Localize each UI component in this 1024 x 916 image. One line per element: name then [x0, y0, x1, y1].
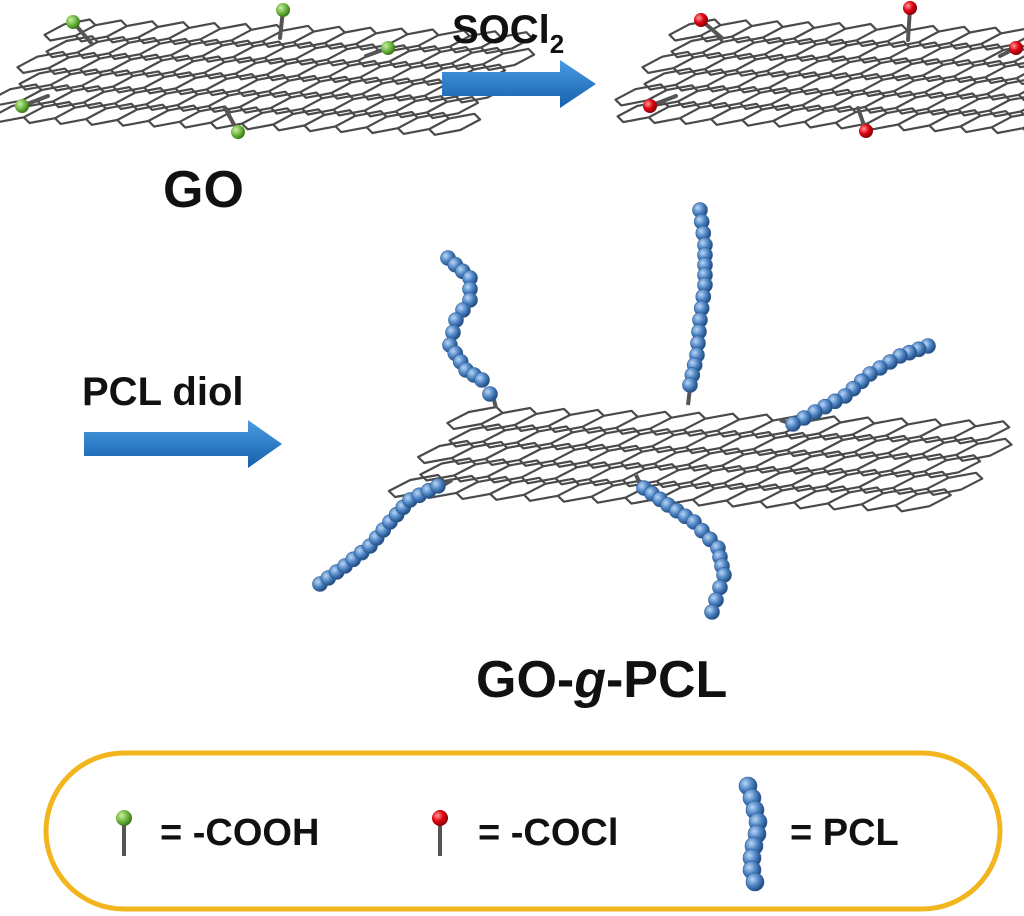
legend-box [43, 750, 1003, 912]
functional-group-balls [15, 1, 1023, 139]
pcl-chain-1-bead [474, 372, 490, 388]
pcl-chain-5-bead [704, 604, 720, 620]
legend-icons [116, 776, 768, 892]
pcl-chain-4 [312, 478, 446, 592]
go-label: GO [163, 161, 244, 219]
arrow-socl2-icon [442, 60, 596, 108]
product-go-g-pcl-label: GO-g-PCL [476, 651, 728, 709]
red-ball-stick-icon [432, 810, 448, 826]
pcl-chain-2-bead [682, 377, 698, 393]
cooh-group-3-ball-icon [381, 41, 395, 55]
cocl-group-4-ball-icon [643, 99, 657, 113]
graphene-sheet-gocl-lattice [614, 18, 1024, 135]
reagent-pcl-diol-label: PCL diol [82, 370, 244, 414]
legend-cocl-text: = -COCl [478, 812, 619, 854]
graphene-sheet-go-lattice [0, 18, 536, 136]
blue-bead-chain-icon [738, 776, 768, 892]
pcl-chain-4-bead [430, 478, 446, 494]
cooh-group-1-ball-icon [66, 15, 80, 29]
cocl-group-5-ball-icon [859, 124, 873, 138]
legend-cooh-text: = -COOH [160, 812, 320, 854]
cooh-group-5-ball-icon [231, 125, 245, 139]
cocl-group-3-ball-icon [1009, 41, 1023, 55]
pcl-chain-2 [682, 202, 713, 393]
graphene-sheet-gocl [614, 18, 1024, 135]
graphene-sheet-product [387, 405, 1013, 513]
reagent-socl2-label: SOCl2 [452, 8, 565, 59]
pcl-chain-3-bead [785, 416, 801, 432]
legend-pcl-bead [745, 872, 765, 892]
cooh-group-4-ball-icon [15, 99, 29, 113]
pcl-chain-1-bead [482, 386, 498, 402]
pcl-chain-5 [636, 480, 732, 620]
pcl-chains [312, 202, 936, 620]
pcl-chain-3 [785, 338, 936, 432]
graphene-sheet-go [0, 18, 536, 136]
green-ball-stick-icon [116, 810, 132, 826]
cocl-group-1-ball-icon [694, 13, 708, 27]
cocl-group-2-ball-icon [903, 1, 917, 15]
graphene-sheet-product-lattice [387, 405, 1013, 513]
pcl-chain-1 [440, 250, 498, 402]
arrow-pcl-diol-icon [84, 420, 282, 468]
legend-pcl-text: = PCL [790, 812, 899, 854]
cooh-group-2-ball-icon [276, 3, 290, 17]
